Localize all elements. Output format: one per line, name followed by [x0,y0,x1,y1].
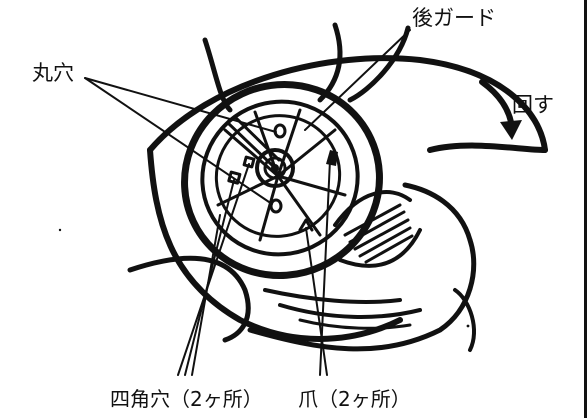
label-round-holes: 丸穴 [32,61,74,85]
label-claws: 爪（2ヶ所） [298,387,411,411]
shaft [226,116,281,167]
square-holes [227,155,256,185]
speck [466,324,470,328]
round-hole-bottom [269,198,283,214]
label-square-holes: 四角穴（2ヶ所） [110,387,263,411]
speck [58,228,62,232]
motor-coil [333,190,422,268]
label-rear-guard: 後ガード [412,6,496,30]
label-rotate: 回す [512,93,554,117]
claw-lower [298,218,314,232]
curved-arrow-down-icon [479,79,522,140]
rear-guard [181,80,383,280]
right-frame-edge [584,0,587,418]
claw-right [326,150,338,166]
leader-lines [84,29,411,376]
fan-body [127,22,548,352]
round-hole-top [273,123,287,139]
